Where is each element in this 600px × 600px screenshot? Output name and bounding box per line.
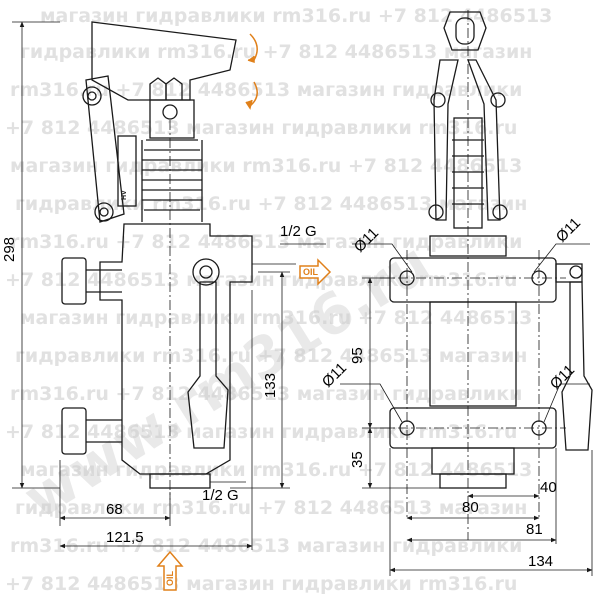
dim-hole-to-center: 40 — [540, 479, 557, 496]
oil-label: OIL — [303, 267, 319, 277]
direction-arrows — [245, 33, 258, 110]
clevis — [149, 99, 195, 139]
watermark-line: rm316.ru +7 812 4486513 магазин гидравли… — [10, 231, 522, 253]
watermark-line: магазин гидравлики rm316.ru +7 812 44865… — [20, 459, 532, 481]
dim-outlet-thread: 1/2 G — [202, 487, 239, 504]
pivot-pin-bottom — [94, 202, 114, 222]
name-plate — [117, 135, 137, 207]
release-handle-front — [561, 281, 593, 451]
side-view — [61, 21, 253, 500]
dim-overall-height: 298 — [1, 237, 18, 262]
pivot-pin-top — [82, 86, 102, 106]
dim-hole-top-right: Ø11 — [553, 215, 584, 246]
watermark-line: магазин гидравлики rm316.ru +7 812 44865… — [40, 5, 552, 27]
oil-label: OIL — [165, 570, 175, 586]
oil-inlet-arrow: OIL — [299, 258, 332, 286]
reservoir — [429, 301, 517, 407]
dim-hole-spacing-horizontal: 80 — [462, 499, 479, 516]
fork-left — [433, 59, 459, 221]
front-view-dimensions — [340, 243, 593, 576]
dim-outlet-height: 133 — [262, 373, 279, 398]
dim-inlet-thread: 1/2 G — [280, 223, 317, 240]
watermark-line: +7 812 4486513 магазин гидравлики rm316.… — [5, 269, 517, 291]
lever-link — [85, 75, 125, 223]
dim-hole-bottom-right: Ø11 — [547, 362, 578, 393]
dim-hole-spacing-vertical: 95 — [349, 347, 366, 364]
watermark-line: магазин гидравлики rm316.ru +7 812 44865… — [20, 307, 532, 329]
release-handle — [187, 281, 229, 449]
watermark-line: магазин гидравлики rm316.ru +7 812 44865… — [10, 155, 522, 177]
mount-boss-bottom — [61, 407, 87, 455]
handle-eye — [443, 11, 487, 51]
dim-flange-width: 81 — [526, 521, 543, 538]
dim-base-to-hole: 35 — [349, 451, 366, 468]
watermark-line: +7 812 4486513 магазин гидравлики rm316.… — [5, 573, 517, 595]
bottom-port — [149, 473, 211, 489]
dim-side-depth: 121,5 — [106, 529, 144, 546]
lever-arm — [91, 21, 237, 101]
watermark-line: гидравлики rm316.ru +7 812 4486513 магаз… — [15, 497, 527, 519]
watermark-line: rm316.ru +7 812 4486513 магазин гидравли… — [10, 383, 522, 405]
bellows — [141, 139, 203, 222]
watermark-line: гидравлики rm316.ru +7 812 4486513 магаз… — [20, 41, 532, 63]
mount-boss-top — [61, 257, 87, 305]
watermark-line: +7 812 4486513 магазин гидравлики rm316.… — [5, 117, 517, 139]
watermark-line: rm316.ru +7 812 4486513 магазин гидравли… — [10, 535, 522, 557]
front-view — [380, 10, 593, 540]
oil-outlet-arrow: OIL — [156, 550, 184, 591]
watermark-line: +7 812 4486513 магазин гидравлики rm316.… — [5, 421, 517, 443]
dim-port-offset: 68 — [106, 501, 123, 518]
arrow-up-icon — [249, 33, 258, 61]
dim-overall-width: 134 — [528, 553, 553, 570]
watermark-line: гидравлики rm316.ru +7 812 4486513 магаз… — [15, 193, 527, 215]
release-valve — [192, 258, 220, 286]
watermark-line: rm316.ru +7 812 4486513 магазин гидравли… — [10, 79, 522, 101]
watermark-line: гидравлики rm316.ru +7 812 4486513 магаз… — [15, 345, 527, 367]
brand-label: HV — [121, 190, 128, 200]
arrow-down-icon — [249, 81, 258, 107]
side-view-dimensions — [12, 21, 326, 550]
